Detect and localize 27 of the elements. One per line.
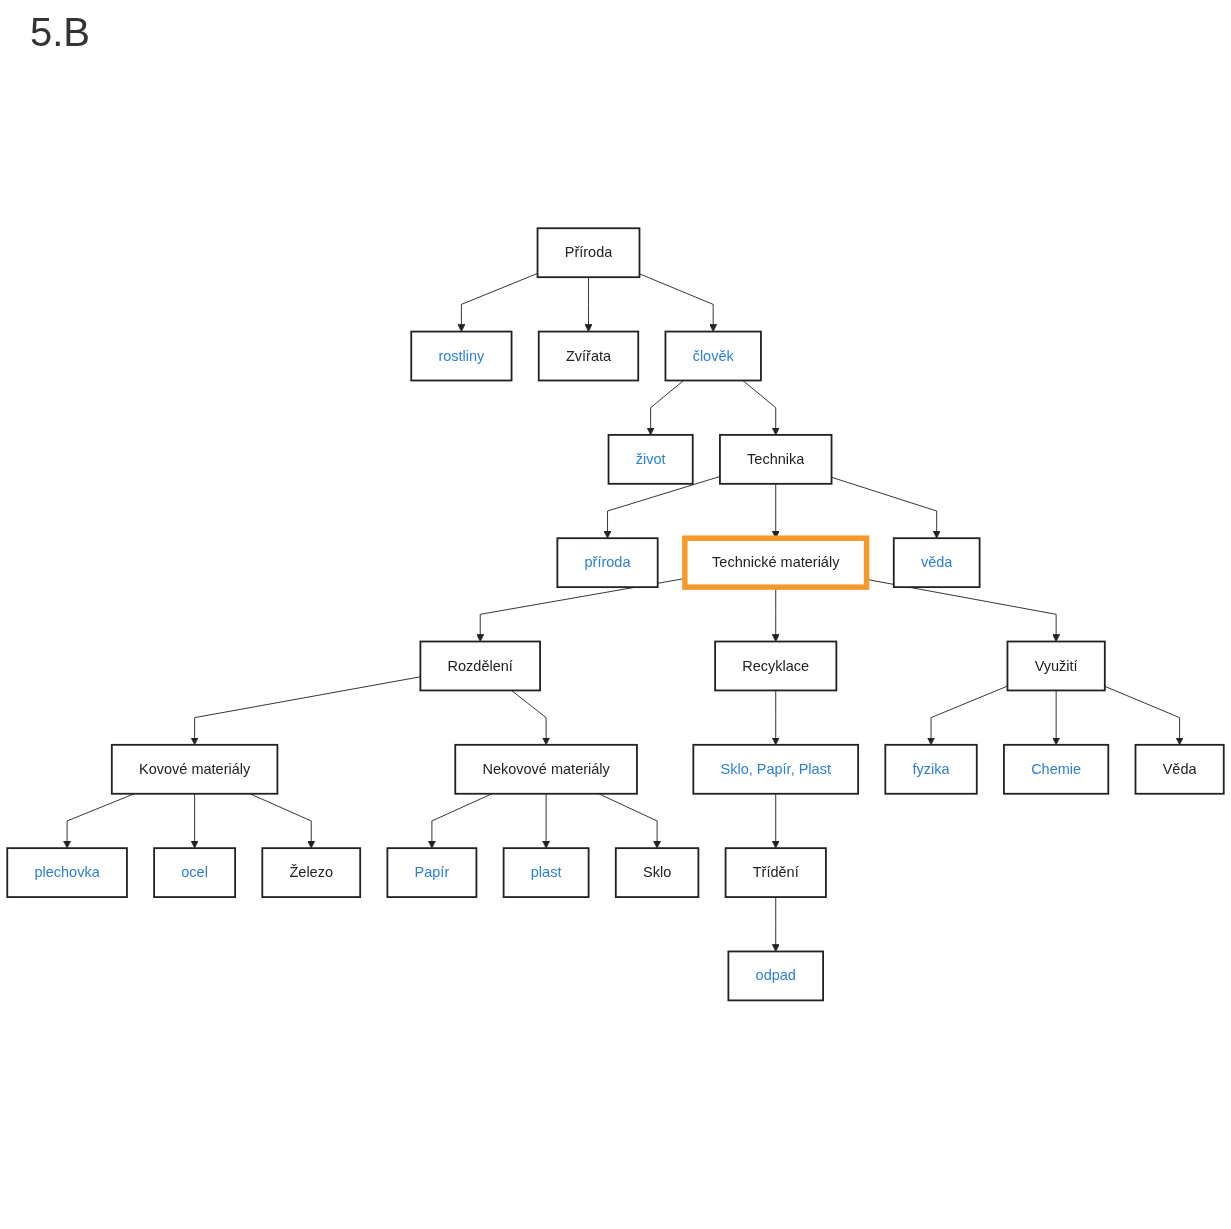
- node-box: Papír: [386, 847, 478, 899]
- note-text: 5.B: [30, 10, 91, 55]
- node-box: rostliny: [410, 330, 513, 382]
- node-box: Železo: [261, 847, 362, 899]
- node-box: plast: [502, 847, 590, 899]
- node-box: Věda: [1134, 744, 1225, 795]
- node-box: plechovka: [6, 847, 128, 899]
- node-box: věda: [892, 537, 981, 589]
- node-box: Sklo, Papír, Plast: [692, 744, 860, 795]
- node-box: Technika: [719, 434, 833, 485]
- node-box: Technické materiály: [682, 535, 870, 590]
- node-box: odpad: [727, 950, 824, 1002]
- node-box: člověk: [664, 330, 762, 382]
- node-box: Využití: [1006, 640, 1106, 692]
- node-box: Kovové materiály: [110, 744, 279, 795]
- node-box: fyzika: [884, 744, 978, 795]
- node-box: Rozdělení: [419, 640, 541, 692]
- node-box: Nekovové materiály: [454, 744, 638, 795]
- node-box: Sklo: [614, 847, 700, 899]
- node-box: Třídění: [724, 847, 827, 899]
- node-box: ocel: [153, 847, 236, 899]
- node-box: Zvířata: [537, 330, 640, 382]
- node-box: Příroda: [536, 227, 641, 279]
- node-box: příroda: [556, 537, 659, 589]
- node-box: život: [607, 434, 694, 485]
- node-box: Chemie: [1003, 744, 1110, 795]
- node-box: Recyklace: [714, 640, 838, 692]
